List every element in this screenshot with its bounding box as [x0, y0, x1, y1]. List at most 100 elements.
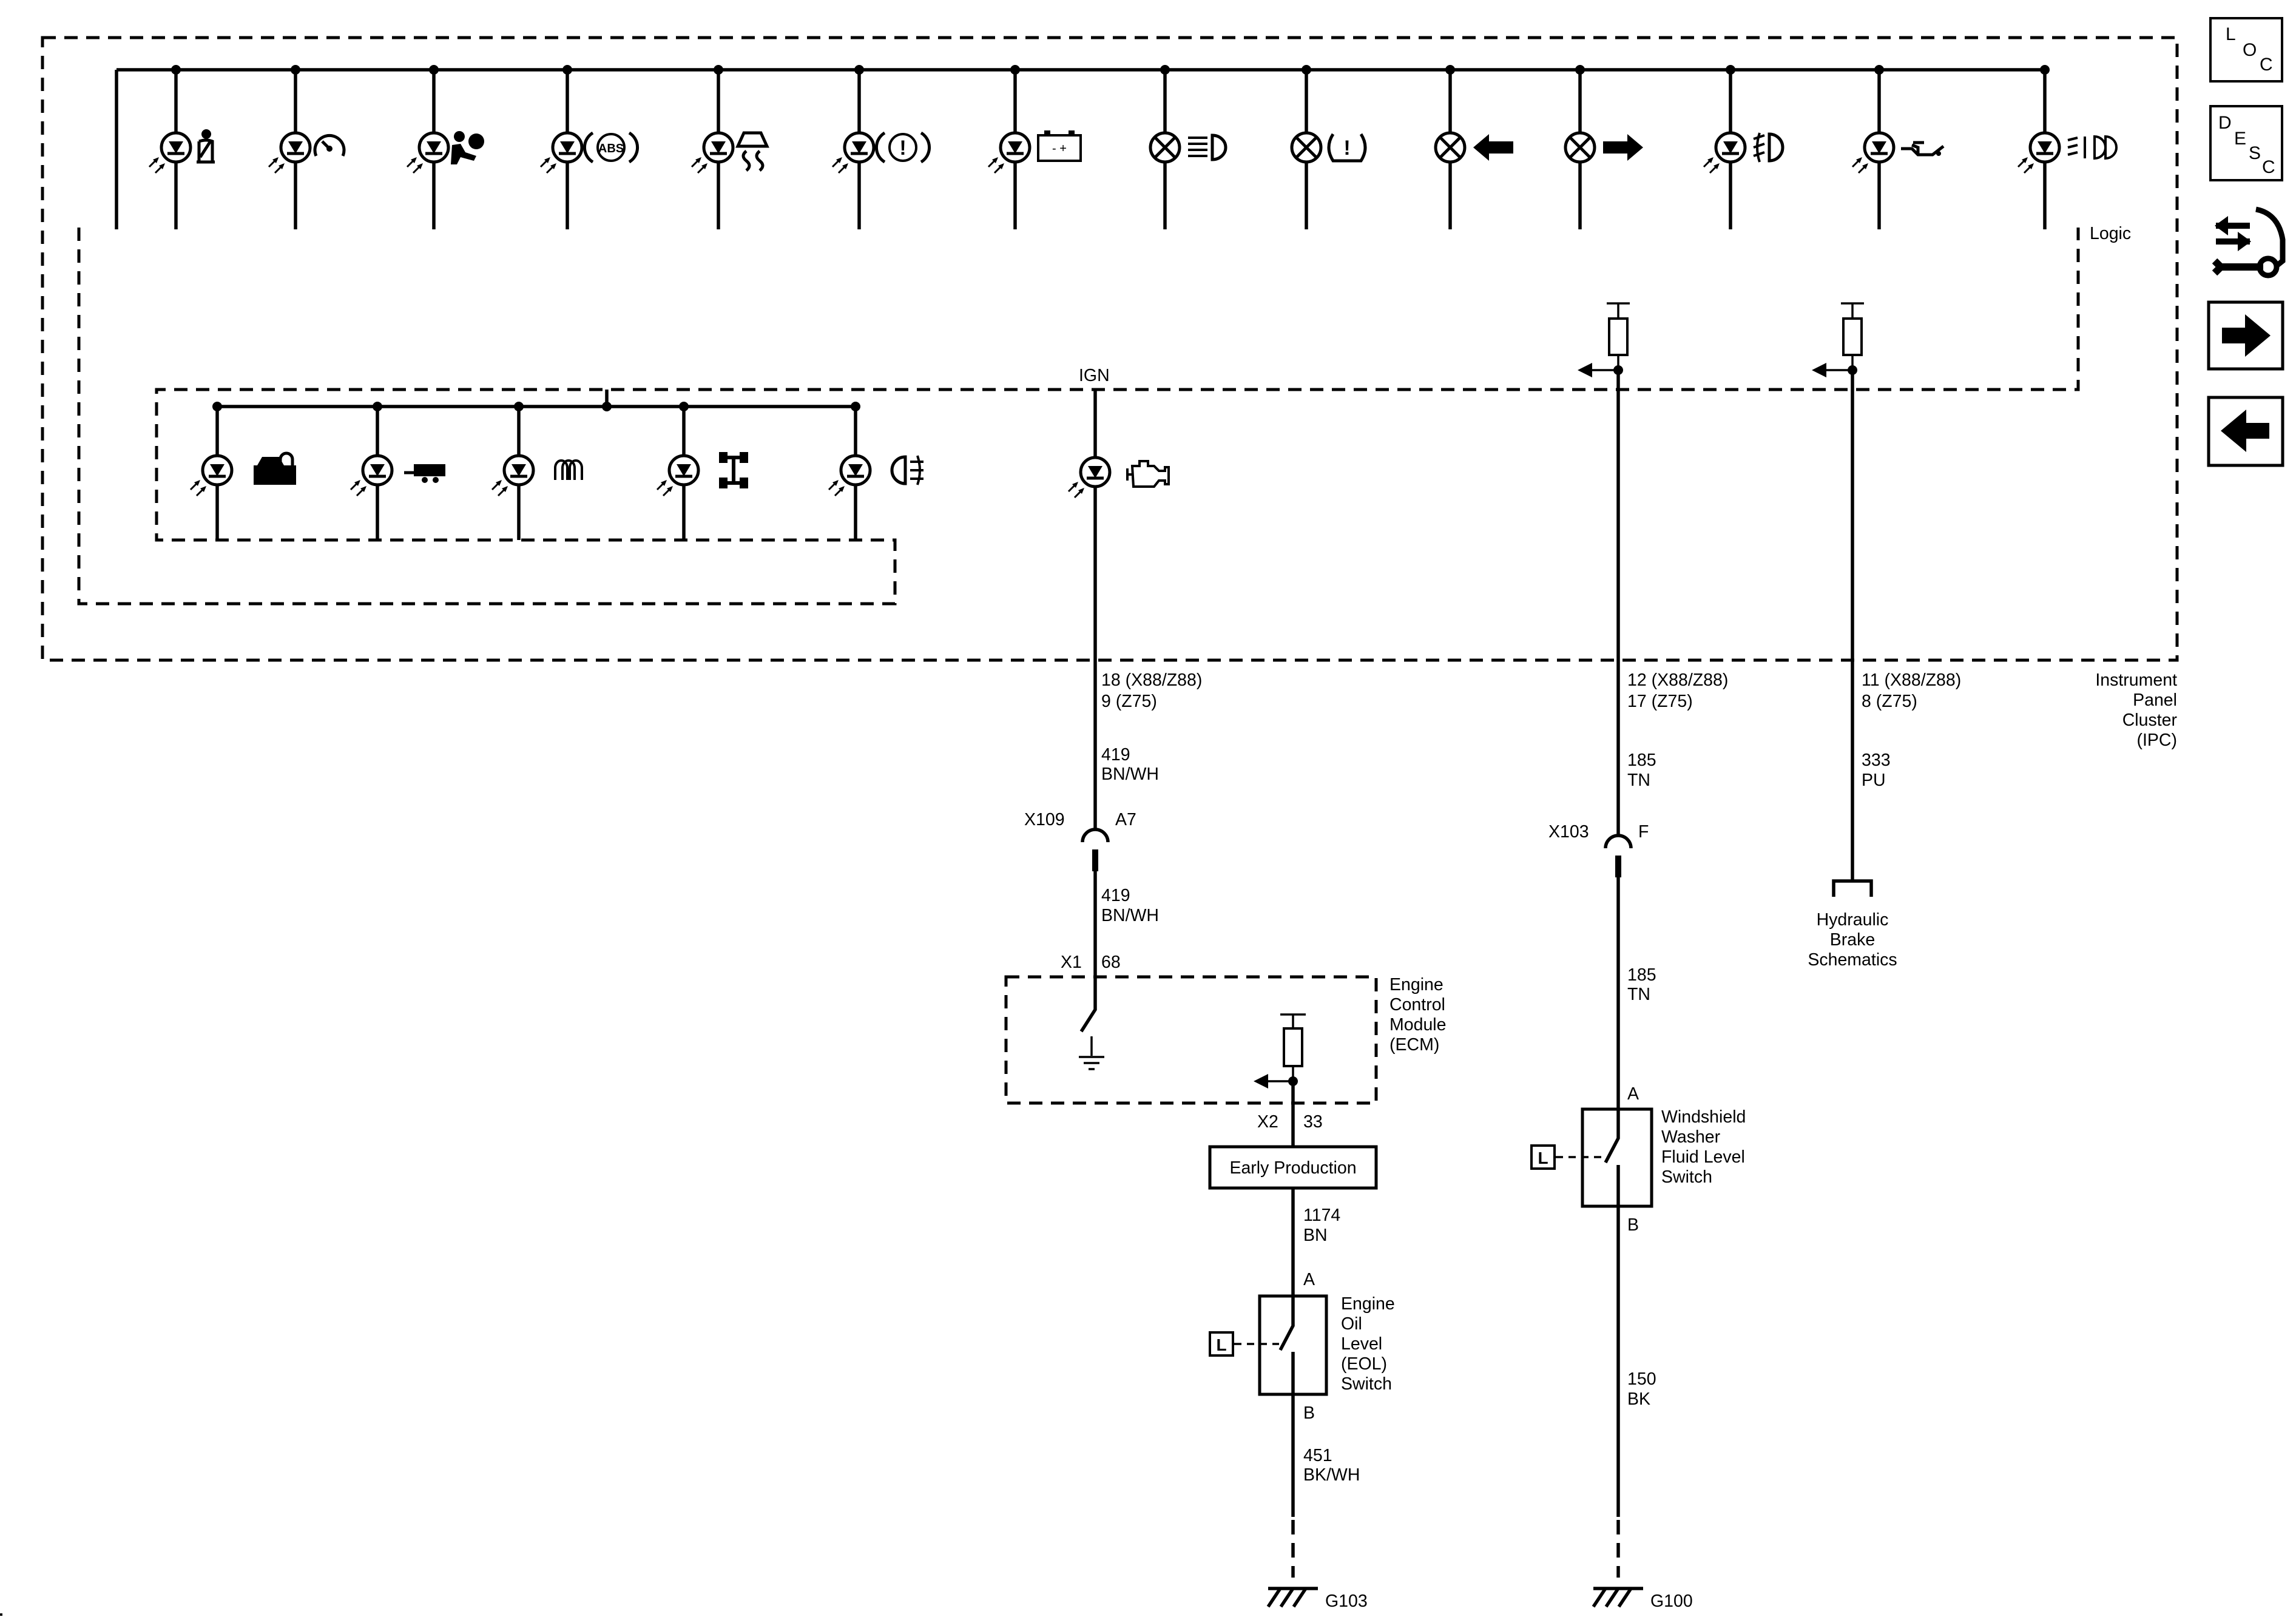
- oil-pressure-icon: [1901, 141, 1945, 157]
- eol-wire1-color: BN/WH: [1101, 765, 1159, 784]
- ecm-name1: Engine: [1389, 975, 1443, 994]
- top-indicator-12: [1703, 65, 1784, 229]
- early-production-label: Early Production: [1229, 1158, 1356, 1178]
- ipc-name: Instrument Panel Cluster (IPC): [2095, 670, 2177, 750]
- battery-charge-icon: - +: [1037, 130, 1082, 162]
- washer-name1: Windshield: [1661, 1107, 1746, 1127]
- g103-ground: G103: [1325, 1592, 1368, 1611]
- ipc-boundary: [41, 36, 2179, 662]
- tire-pressure-icon: !: [1327, 133, 1367, 163]
- brake-ipc-pin1: 11 (X88/Z88): [1862, 670, 1961, 690]
- eol-pin-a: A: [1303, 1270, 1315, 1289]
- nav-loc-button[interactable]: L O C: [2209, 17, 2283, 83]
- nav-next-button[interactable]: [2207, 300, 2284, 371]
- brake-ipc-pin2: 8 (Z75): [1862, 692, 1917, 711]
- ecm-name4: (ECM): [1389, 1035, 1439, 1055]
- desc-letter-s: S: [2249, 143, 2261, 163]
- eol-ipc-pin1: 18 (X88/Z88): [1101, 670, 1202, 690]
- eol-circuit: 18 (X88/Z88) 9 (Z75) 419 BN/WH X109 A7 4…: [1024, 660, 1202, 977]
- washer-pin-b: B: [1627, 1215, 1639, 1235]
- high-beam-icon: [1188, 133, 1227, 161]
- lower-indicator-2: [349, 402, 445, 540]
- top-indicator-4: ABS: [539, 65, 640, 229]
- washer-switch-badge: L: [1538, 1149, 1548, 1167]
- seat-belt-icon: [197, 129, 215, 164]
- cruise-control-icon: [313, 133, 346, 157]
- ipc-name-line1: Instrument: [2095, 670, 2177, 690]
- ipc-brake-pullup: [1812, 302, 1864, 377]
- brake-ref1: Hydraulic: [1817, 910, 1889, 930]
- ecm-x1-label: X1: [1061, 953, 1082, 972]
- top-indicator-14: [2017, 65, 2118, 229]
- eol-name2: Oil: [1341, 1314, 1362, 1334]
- eol-name4: (EOL): [1341, 1354, 1387, 1374]
- top-indicator-8: [1149, 65, 1227, 229]
- nav-prev-button[interactable]: [2207, 396, 2284, 467]
- brake-wire-num: 333: [1862, 751, 1891, 770]
- eol-switch-wire-num: 1174: [1303, 1206, 1340, 1225]
- loc-letter-c: C: [2260, 55, 2273, 75]
- svg-text:!: !: [1343, 137, 1350, 160]
- right-arrow-icon: [2222, 314, 2271, 357]
- ecm-x1-pin: 68: [1101, 953, 1121, 972]
- x103-pin: F: [1638, 822, 1649, 842]
- headlamp-on-icon: [2067, 135, 2118, 160]
- washer-ground-wire-color: BK: [1627, 1389, 1650, 1409]
- top-indicator-13: [1851, 65, 1945, 229]
- eol-wire2-color: BN/WH: [1101, 906, 1159, 925]
- eol-name1: Engine: [1341, 1294, 1395, 1314]
- eol-switch-wire-color: BN: [1303, 1226, 1328, 1245]
- ecm-x2-pin: 33: [1303, 1112, 1323, 1132]
- top-indicator-row: ABS! - +!: [148, 65, 2118, 229]
- lower-indicator-row: [189, 402, 923, 540]
- lower-indicator-3: [491, 402, 583, 540]
- ipc-name-line2: Panel: [2133, 690, 2177, 710]
- top-indicator-2: [268, 65, 346, 229]
- washer-ground-wire-num: 150: [1627, 1369, 1656, 1389]
- brake-wire-color: PU: [1862, 771, 1886, 790]
- washer-wire1-num: 185: [1627, 751, 1656, 770]
- ipc-logic-label: Logic: [2090, 224, 2131, 243]
- loc-letter-o: O: [2243, 40, 2257, 60]
- brake-circuit: 11 (X88/Z88) 8 (Z75) 333 PU Hydraulic Br…: [1808, 370, 1961, 970]
- ign-label: IGN: [1079, 366, 1110, 385]
- washer-wire2-color: TN: [1627, 985, 1650, 1004]
- washer-name2: Washer: [1661, 1127, 1721, 1147]
- eol-ipc-pin2: 9 (Z75): [1101, 692, 1157, 711]
- eol-wire1-num: 419: [1101, 745, 1130, 765]
- eol-switch-badge: L: [1216, 1335, 1226, 1354]
- glow-plug-icon: [554, 459, 583, 480]
- nav-desc-button[interactable]: D E S C: [2209, 105, 2283, 181]
- left-arrow-icon: [2221, 410, 2269, 452]
- trailer-hitch-icon: [404, 464, 445, 483]
- lower-indicator-4: [656, 402, 748, 540]
- nav-connector-repair-button[interactable]: [2210, 200, 2286, 285]
- ipc-name-line3: Cluster: [2122, 711, 2178, 730]
- washer-circuit: 12 (X88/Z88) 17 (Z75) 185 TN X103 F 185 …: [1530, 370, 1746, 1611]
- brake-ref2: Brake: [1830, 930, 1875, 950]
- svg-text:!: !: [899, 137, 906, 160]
- desc-letter-e: E: [2234, 129, 2246, 149]
- washer-wire2-num: 185: [1627, 965, 1656, 985]
- security-lock-icon: [254, 451, 296, 485]
- top-indicator-6: !: [831, 65, 931, 229]
- top-indicator-3: [406, 65, 484, 229]
- wrench-connector-icon: [2212, 206, 2286, 279]
- desc-letter-c: C: [2262, 157, 2275, 177]
- ecm-module: Engine Control Module (ECM) X2 33: [1004, 975, 1446, 1147]
- x109-connector: X109: [1024, 810, 1065, 829]
- eol-pin-b: B: [1303, 1403, 1315, 1423]
- front-fog-lamp-icon: [1753, 132, 1784, 163]
- top-indicator-9: !: [1290, 65, 1367, 229]
- svg-text:ABS: ABS: [598, 142, 624, 155]
- rear-fog-lamp-icon: [890, 455, 923, 485]
- airbag-icon: [451, 131, 484, 164]
- brake-ref3: Schematics: [1808, 950, 1897, 970]
- abs-icon: ABS: [582, 131, 640, 164]
- brake-warning-icon: !: [874, 131, 931, 164]
- washer-pin-a: A: [1627, 1084, 1639, 1104]
- top-indicator-5: [690, 65, 769, 229]
- washer-ipc-pin1: 12 (X88/Z88): [1627, 670, 1728, 690]
- top-indicator-7: - +: [987, 65, 1082, 229]
